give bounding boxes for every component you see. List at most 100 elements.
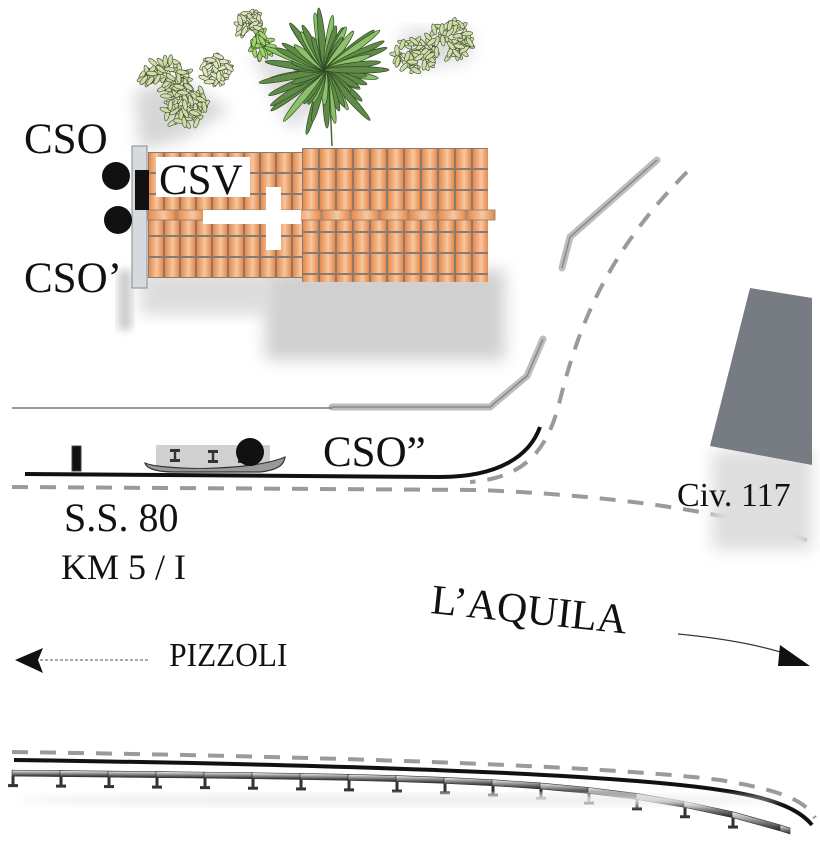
leaf — [406, 59, 419, 65]
ridge-tile — [321, 209, 351, 221]
rail-support-base — [440, 791, 450, 795]
cso-prime-label: CSO’ — [24, 255, 122, 302]
leaf — [258, 35, 266, 46]
cso-prime-point-marker — [104, 206, 132, 234]
leaf — [181, 107, 189, 118]
leaf — [404, 50, 411, 62]
leaf — [145, 70, 158, 76]
rail-segment — [443, 776, 493, 786]
leaf — [440, 34, 446, 47]
leaf — [434, 46, 440, 59]
rail-segment — [155, 771, 205, 779]
palm-frond — [324, 66, 390, 74]
leaf — [224, 63, 234, 72]
rail-segment — [395, 775, 445, 784]
leaf — [181, 116, 188, 128]
post-top — [170, 449, 180, 452]
ridge-tile — [437, 209, 467, 221]
rail-support-stem — [251, 778, 255, 788]
rail-support-stem — [155, 777, 159, 787]
cso-double-prime-label: CSO” — [323, 429, 426, 476]
leaf — [204, 57, 217, 63]
post-stem — [211, 452, 215, 461]
leaf — [461, 31, 474, 37]
post-base — [170, 459, 180, 462]
leaf — [202, 66, 209, 78]
rail-support-base — [296, 787, 306, 791]
arrow-right-icon — [778, 645, 810, 666]
leaf — [258, 30, 268, 40]
cso-label: CSO — [24, 116, 108, 163]
leaf — [237, 14, 243, 27]
leaf — [187, 95, 194, 107]
rail-support-stem — [203, 778, 207, 788]
post-stem — [173, 451, 177, 460]
tree-left-foliage — [136, 8, 277, 129]
rail-support-base — [728, 825, 738, 829]
rail-support-stem — [683, 807, 687, 817]
direction-laquila-line — [677, 633, 791, 656]
direction-pizzoli-label: PIZZOLI — [169, 637, 287, 674]
leaf — [259, 46, 266, 58]
rail-segment — [539, 782, 589, 794]
leaf — [452, 48, 461, 59]
leaf — [155, 65, 166, 74]
tree-right-foliage — [389, 17, 476, 74]
leaf — [453, 43, 465, 50]
csv-label: CSV — [159, 157, 243, 204]
leaf — [177, 90, 189, 96]
rail-support-stem — [347, 780, 351, 790]
rail-segment — [251, 772, 301, 780]
guardrail-lower — [328, 335, 547, 411]
leaf — [399, 38, 406, 51]
rail-support-base — [248, 786, 258, 790]
cso-point-marker — [102, 162, 130, 190]
ridge-tile — [379, 209, 409, 221]
rail-segment — [59, 770, 109, 778]
leaf — [182, 99, 188, 111]
direction-laquila-label: L’AQUILA — [429, 577, 630, 643]
rail-support-stem — [395, 781, 399, 791]
rail-segment — [11, 769, 61, 777]
leaf — [201, 101, 208, 113]
rail-support-base — [56, 784, 66, 788]
csv-label-box — [156, 157, 250, 197]
rail-segment — [107, 770, 157, 778]
rail-support-stem — [491, 785, 495, 795]
leaf — [167, 54, 173, 66]
rail-support-base — [152, 785, 162, 789]
rail-support-base — [680, 815, 690, 819]
leaf — [153, 74, 161, 85]
leaf — [193, 117, 200, 129]
leaf — [465, 37, 474, 48]
leaf — [431, 23, 438, 35]
leaf — [139, 75, 149, 85]
tree-center-palm — [258, 7, 390, 147]
ridge-tile — [408, 209, 438, 221]
church-door-marker — [135, 170, 149, 210]
leaf — [447, 19, 453, 32]
rail-segment — [731, 811, 781, 832]
rail-segment — [347, 774, 397, 782]
post-top — [208, 450, 218, 453]
leaf — [213, 53, 224, 60]
leaf — [189, 110, 201, 117]
rail-support-base — [104, 785, 114, 789]
leaf — [160, 93, 172, 99]
rail-segment — [491, 779, 541, 790]
leaf — [167, 99, 174, 112]
leaf — [439, 23, 445, 35]
rail-support-stem — [443, 783, 447, 793]
leaf — [410, 67, 422, 74]
railway-track — [8, 769, 791, 835]
rail-support-base — [344, 788, 354, 792]
rail-support-base — [392, 789, 402, 793]
main-road-solid-edge — [24, 426, 542, 480]
rail-support-stem — [539, 788, 543, 798]
civic-number-label: Civ. 117 — [677, 477, 791, 514]
leaf — [240, 25, 249, 37]
rail-support-base — [632, 807, 642, 811]
leaf — [173, 83, 185, 90]
church-facade-wall — [131, 145, 148, 289]
